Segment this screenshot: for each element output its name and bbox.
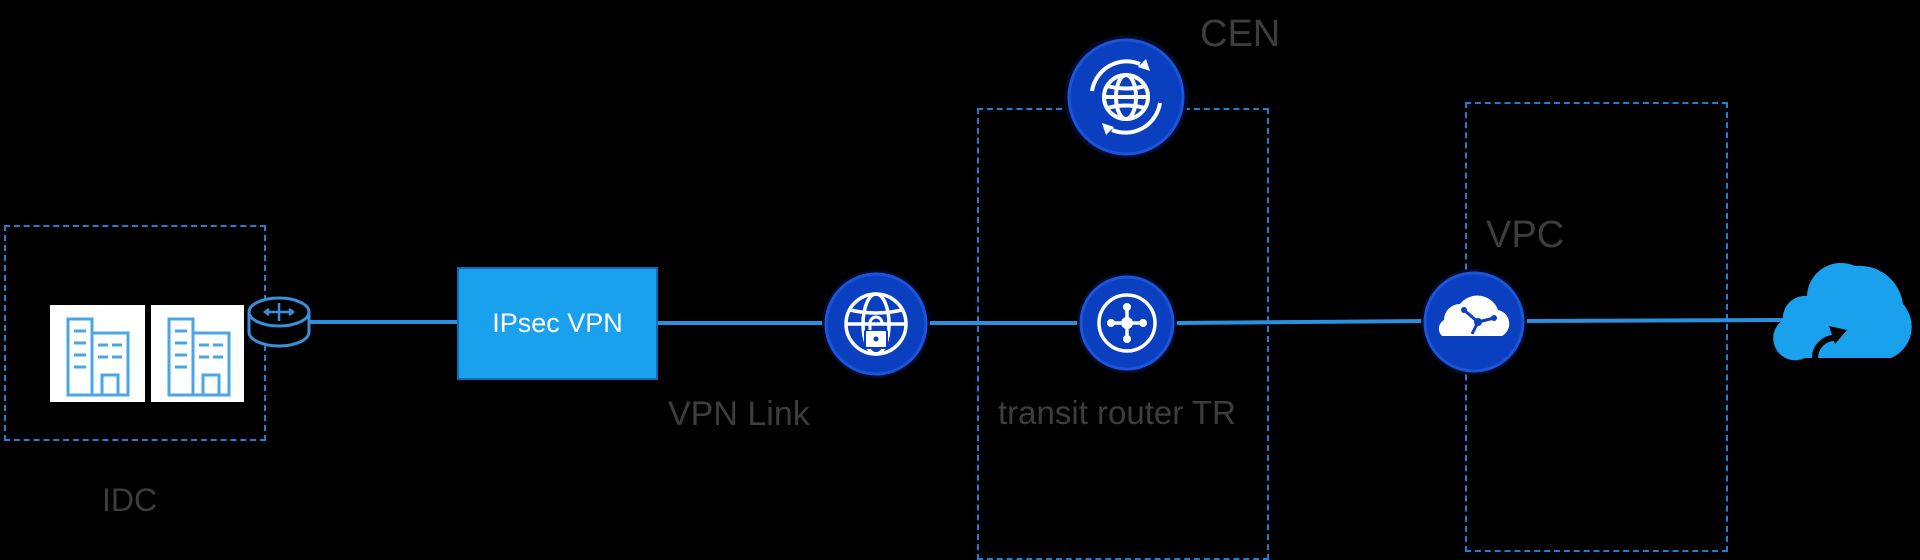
vpn-gateway-icon (822, 270, 930, 378)
ipsec-vpn-box: IPsec VPN (457, 267, 658, 380)
link-tr-to-vpc (1174, 319, 1425, 325)
link-vpc-to-internet (1523, 318, 1791, 323)
vpn-link-label: VPN Link (668, 395, 810, 433)
building-icon (151, 305, 244, 402)
cen-globe-icon (1064, 35, 1188, 159)
router-icon (247, 296, 311, 348)
internet-cloud-icon (1773, 262, 1912, 361)
vpc-cloud-icon (1421, 269, 1527, 375)
transit-router-icon (1077, 273, 1177, 373)
cen-label: CEN (1200, 13, 1281, 55)
vpc-label: VPC (1486, 214, 1565, 256)
building-icon (50, 305, 145, 402)
idc-label: IDC (102, 482, 158, 518)
transit-router-label: transit router TR (998, 394, 1236, 431)
